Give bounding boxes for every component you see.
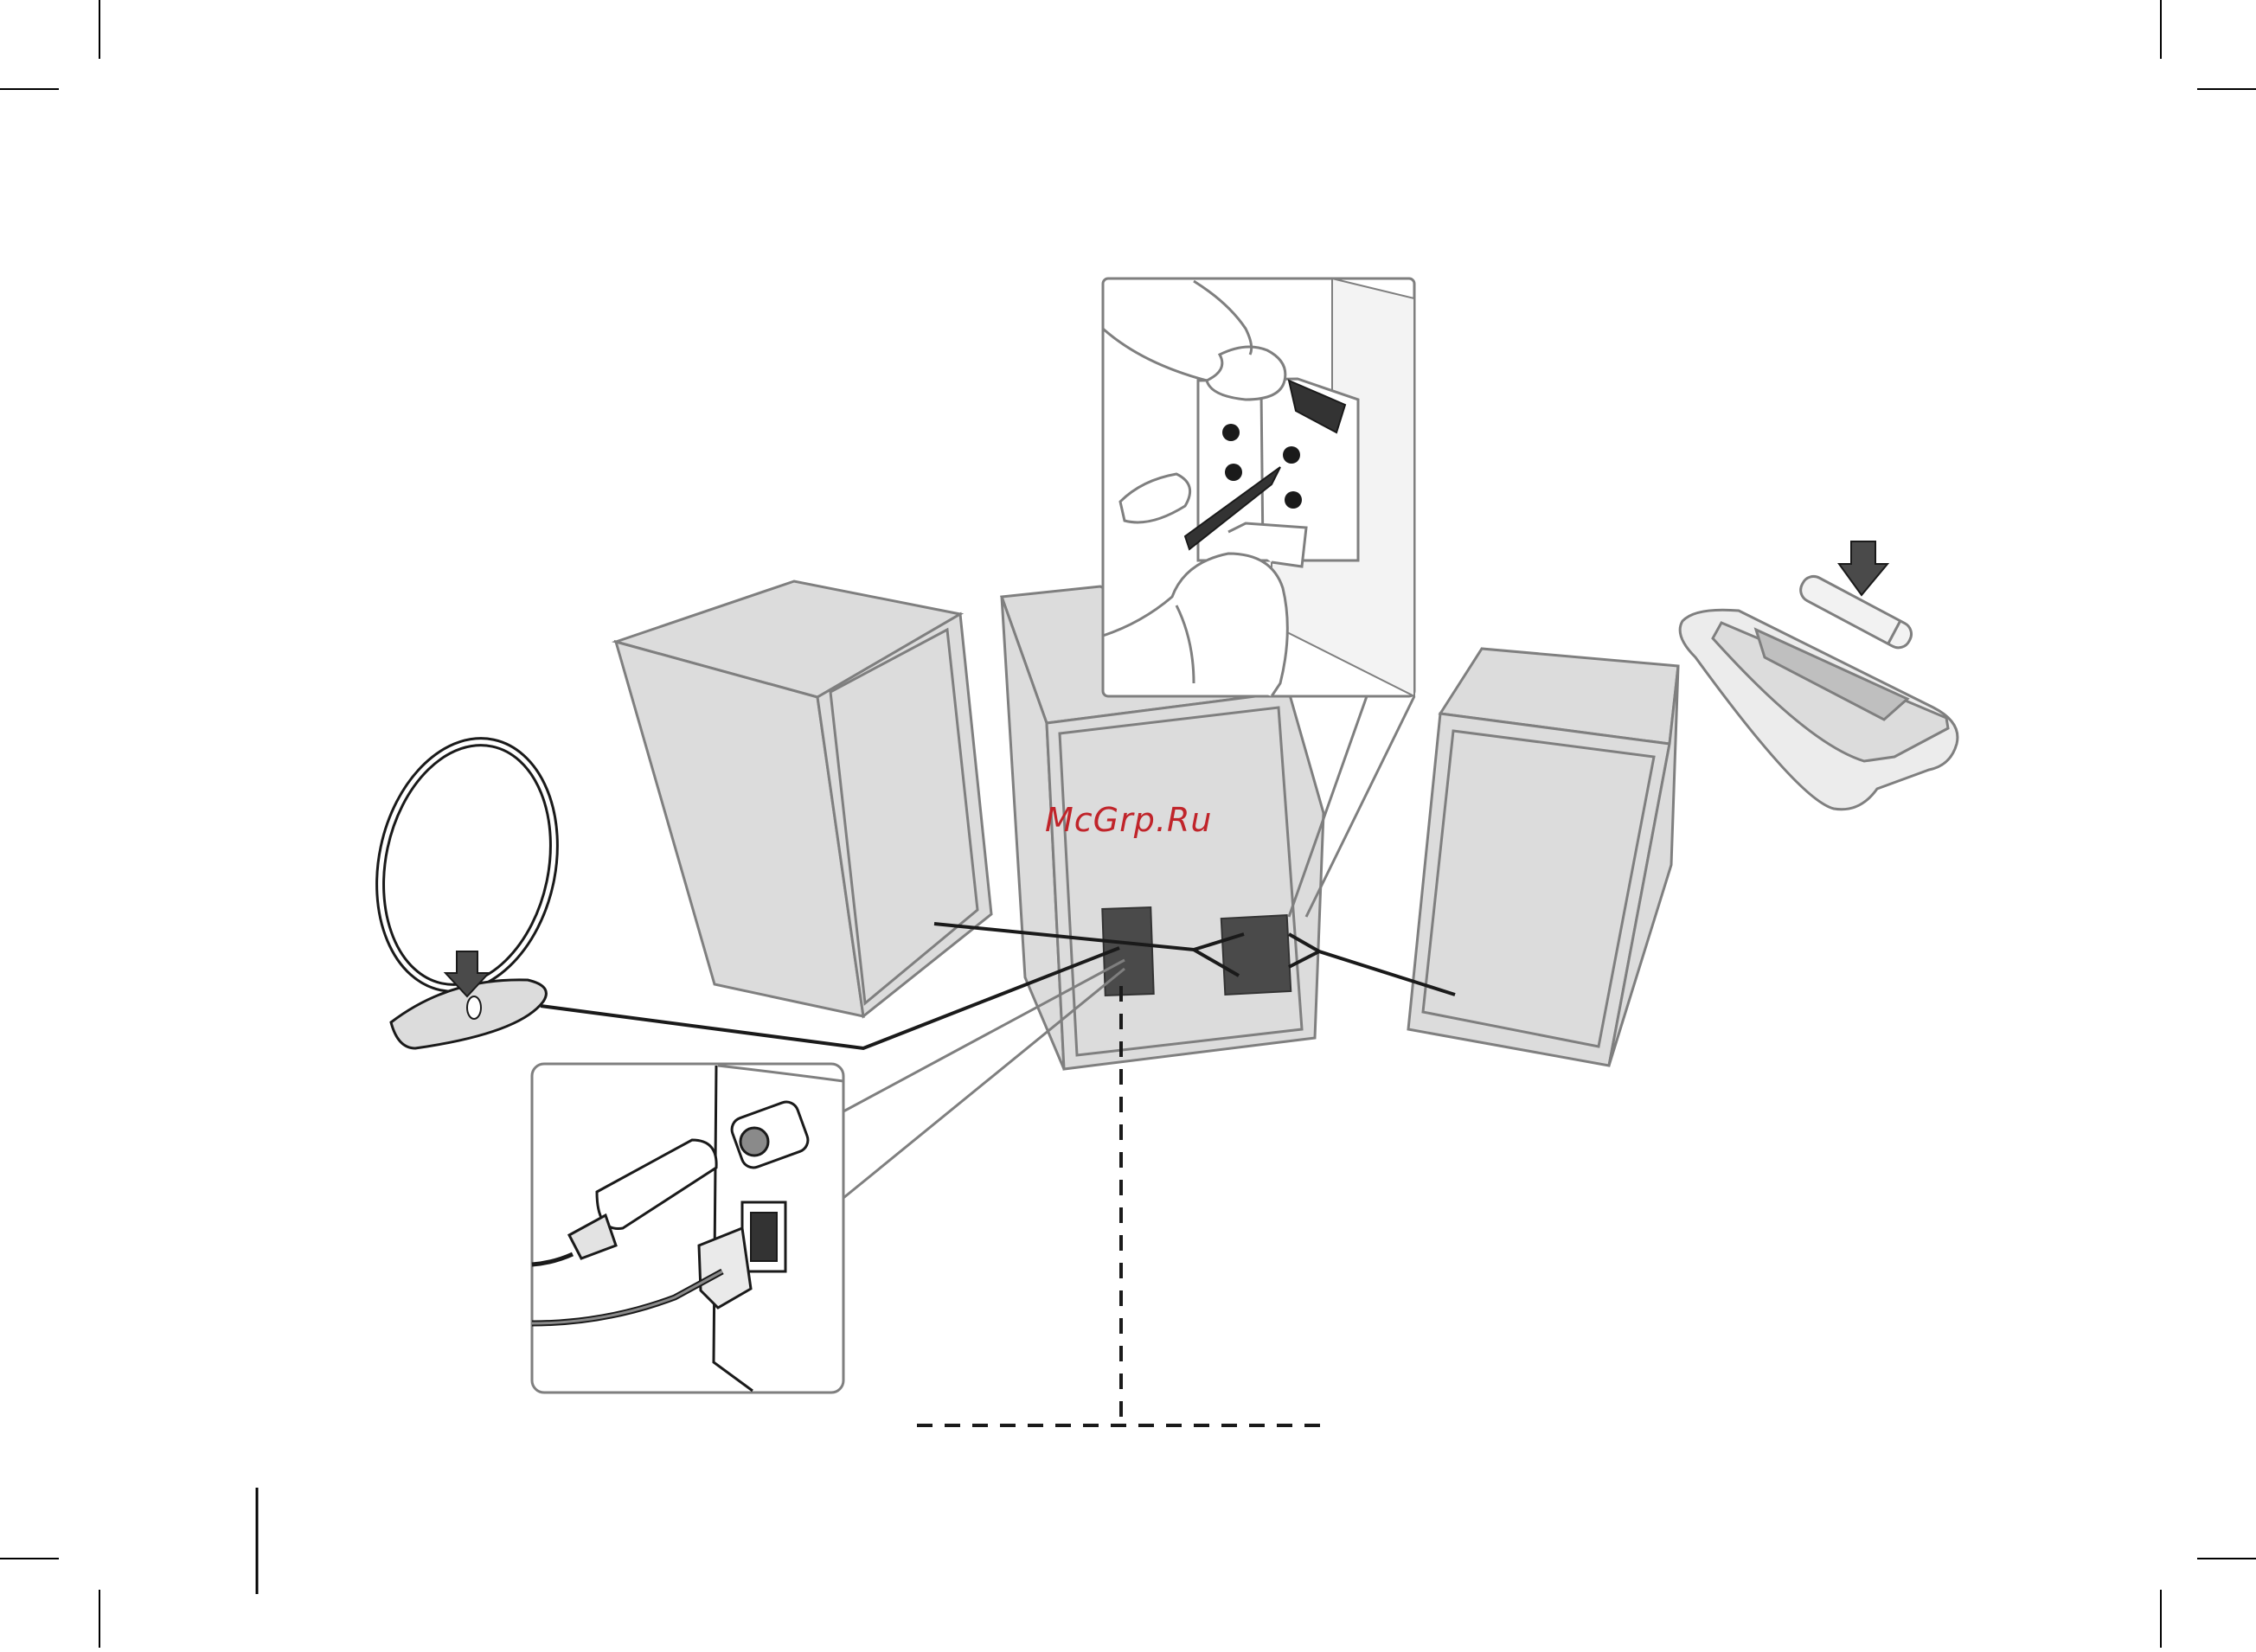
loop-antenna	[354, 721, 580, 1048]
speaker-terminal-callout	[1103, 279, 1414, 696]
speaker-terminal	[1221, 915, 1291, 995]
antenna-jack-callout	[532, 1064, 843, 1393]
down-arrow-icon	[1839, 541, 1887, 595]
watermark: McGrp.Ru	[1045, 801, 1212, 839]
dashed-connection	[917, 986, 1323, 1425]
left-speaker	[616, 581, 991, 1016]
remote-control	[1680, 541, 1958, 810]
right-speaker	[1408, 649, 1678, 1066]
